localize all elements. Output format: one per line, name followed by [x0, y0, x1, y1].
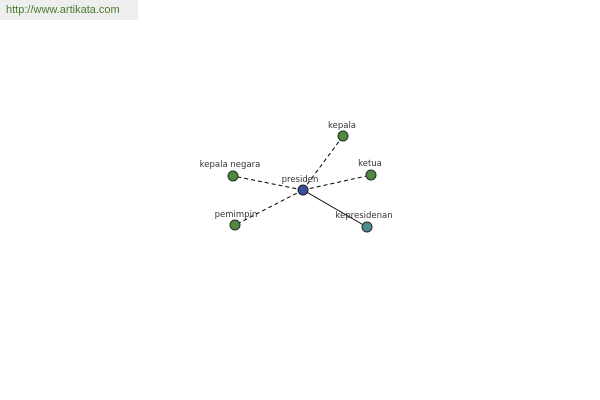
- node-presiden-label: presiden: [282, 175, 319, 185]
- edges-layer: [232, 135, 372, 228]
- edge-kepala-negara: [232, 175, 304, 191]
- node-kepala-label: kepala: [328, 121, 356, 131]
- node-kepresidenan-dot[interactable]: [361, 221, 373, 233]
- node-pemimpin-label: pemimpin: [215, 210, 258, 220]
- edge-kepresidenan: [302, 189, 368, 228]
- edge-kepala: [302, 135, 344, 191]
- node-kepala-negara[interactable]: kepala negara: [200, 160, 261, 182]
- node-kepala-negara-dot[interactable]: [227, 170, 239, 182]
- url-bar: http://www.artikata.com: [0, 0, 138, 20]
- edge-ketua: [302, 174, 372, 191]
- node-pemimpin[interactable]: pemimpin: [215, 210, 258, 231]
- node-kepresidenan-label: kepresidenan: [335, 211, 392, 221]
- node-presiden[interactable]: presiden: [282, 175, 319, 196]
- node-ketua-label: ketua: [358, 159, 382, 169]
- node-kepala-dot[interactable]: [337, 130, 349, 142]
- node-kepala-negara-label: kepala negara: [200, 160, 261, 170]
- node-presiden-dot[interactable]: [297, 184, 309, 196]
- node-ketua-dot[interactable]: [365, 169, 377, 181]
- node-ketua[interactable]: ketua: [358, 159, 382, 181]
- node-kepala[interactable]: kepala: [328, 121, 356, 142]
- site-url-link[interactable]: http://www.artikata.com: [6, 4, 120, 16]
- edge-pemimpin: [234, 189, 304, 226]
- node-pemimpin-dot[interactable]: [229, 219, 241, 231]
- node-kepresidenan[interactable]: kepresidenan: [335, 211, 393, 233]
